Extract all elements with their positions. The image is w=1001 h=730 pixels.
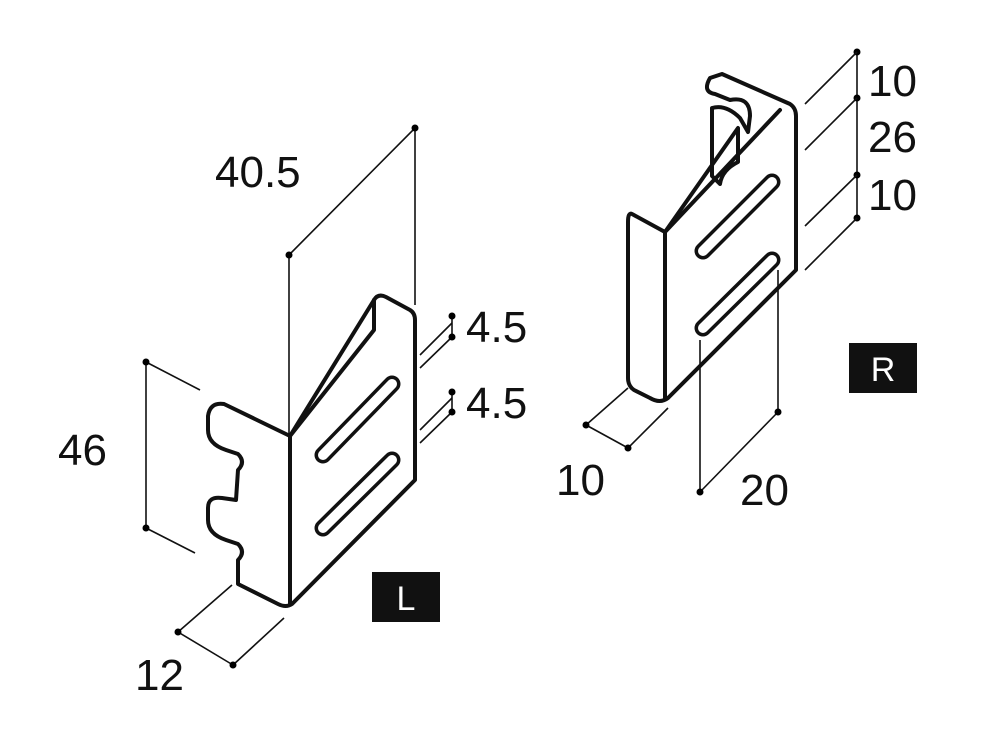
dim-right-flange-label: 10 [556,456,605,505]
tag-r-badge [849,343,917,393]
left-bracket [206,293,417,608]
dim-bottom-label: 10 [868,171,917,220]
right-dimension-lines [582,48,861,496]
tag-r-label: R [871,351,896,389]
dim-slot-gap-top-label: 4.5 [466,303,527,352]
tag-l-badge [372,572,440,622]
dim-slot-gap-bottom-label: 4.5 [466,379,527,428]
dim-top-label: 10 [868,57,917,106]
dim-height-label: 46 [58,426,107,475]
tag-l-label: L [397,580,416,618]
dim-flange-label: 12 [135,651,184,700]
right-bracket [626,72,798,403]
dim-width-label: 20 [740,466,789,515]
dim-depth-label: 40.5 [215,148,301,197]
left-dimension-lines [142,124,456,669]
dim-middle-label: 26 [868,113,917,162]
